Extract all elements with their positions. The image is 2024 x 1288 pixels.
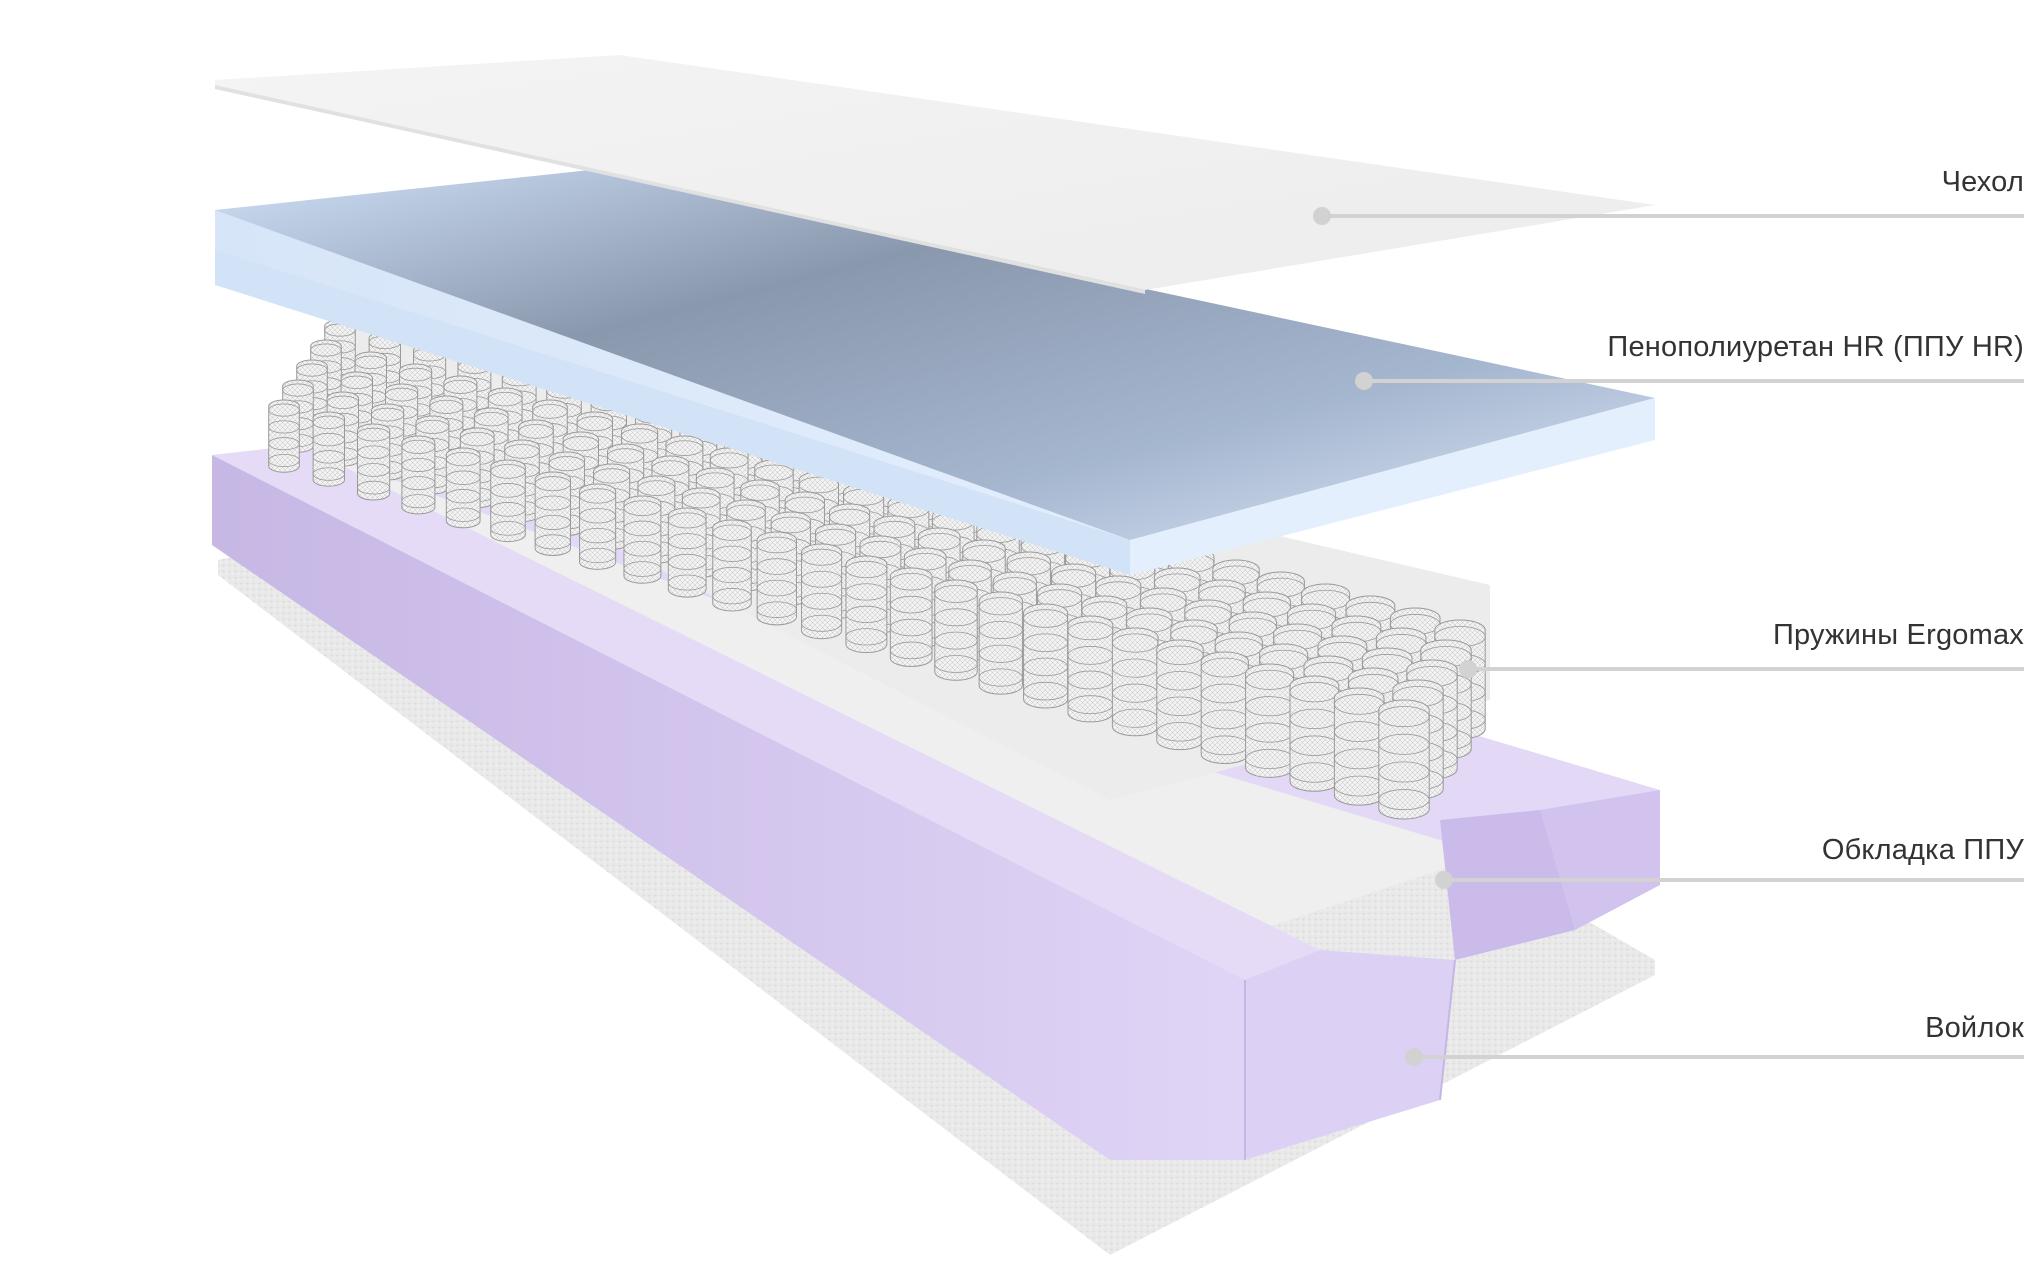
spring-coil <box>357 423 391 501</box>
spring-coil <box>401 435 436 515</box>
foam-hr-layer <box>215 170 1655 575</box>
leader-frame <box>1435 871 2024 889</box>
spring-coil <box>667 507 707 598</box>
leader-felt <box>1405 1048 2024 1066</box>
spring-coil <box>801 543 843 640</box>
label-foam-hr: Пенополиуретан HR (ППУ HR) <box>1607 331 2024 363</box>
spring-coil <box>756 531 797 626</box>
spring-coil <box>579 483 617 570</box>
label-springs: Пружины Ergomax <box>1772 619 2024 651</box>
spring-coil <box>1333 687 1385 806</box>
spring-coil <box>1023 603 1069 709</box>
springs-layer <box>268 315 1490 820</box>
leader-springs <box>1459 660 2024 678</box>
spring-coil <box>312 411 345 487</box>
label-foam-frame: Обкладка ППУ <box>1821 834 2024 866</box>
label-felt: Войлок <box>1925 1012 2024 1044</box>
spring-coil <box>1200 651 1249 765</box>
spring-coil <box>889 567 933 667</box>
spring-coil <box>490 459 526 543</box>
spring-coil <box>978 591 1023 695</box>
spring-coil <box>623 495 662 584</box>
label-cover: Чехол <box>1941 166 2024 198</box>
spring-coil <box>845 555 888 654</box>
spring-coil <box>534 471 571 556</box>
spring-coil <box>1156 639 1204 751</box>
leader-lines <box>1313 207 2024 1066</box>
spring-coil <box>1111 627 1159 737</box>
cover-layer <box>215 55 1655 294</box>
spring-coil <box>268 399 300 473</box>
spring-coil <box>1067 615 1114 723</box>
leader-foam <box>1355 372 2024 390</box>
spring-coil <box>712 519 752 612</box>
spring-coil <box>934 579 978 681</box>
leader-cover <box>1313 207 2024 225</box>
spring-coil <box>1378 699 1430 820</box>
spring-grid <box>268 319 1486 820</box>
spring-coil <box>1245 663 1295 778</box>
spring-coil <box>445 447 481 529</box>
spring-coil <box>1289 675 1340 792</box>
